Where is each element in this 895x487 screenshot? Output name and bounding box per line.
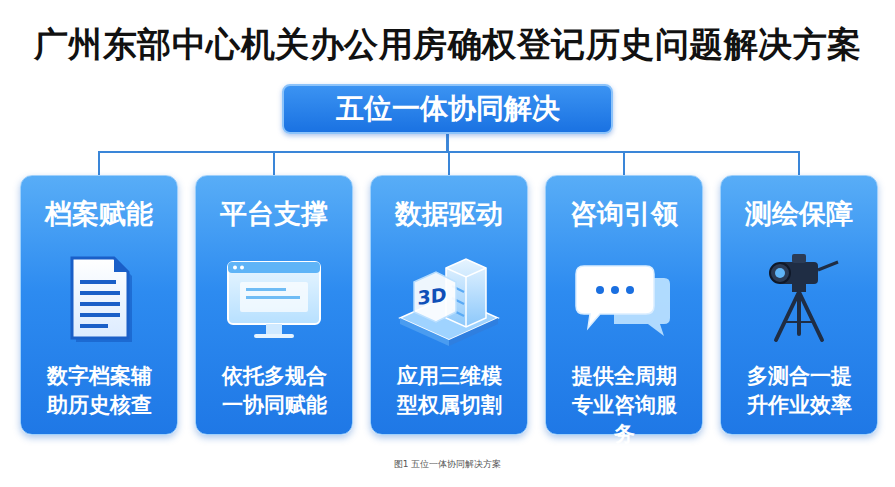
center-title: 五位一体协同解决 <box>336 90 560 128</box>
card-heading: 档案赋能 <box>21 196 177 232</box>
card-description: 提供全周期专业咨询服务 <box>566 362 682 449</box>
pillar-card: 咨询引领提供全周期专业咨询服务 <box>545 175 703 435</box>
figure-caption: 图1 五位一体协同解决方案 <box>0 458 895 471</box>
card-heading: 咨询引领 <box>546 196 702 232</box>
pillar-card: 数据驱动应用三维模型权属切割 <box>370 175 528 435</box>
card-description: 应用三维模型权属切割 <box>391 362 507 420</box>
pillar-card: 平台支撑依托多规合一协同赋能 <box>195 175 353 435</box>
card-heading: 平台支撑 <box>196 196 352 232</box>
tree-connector <box>274 134 448 175</box>
card-description: 数字档案辅助历史核查 <box>41 362 157 420</box>
tree-connector <box>448 134 625 175</box>
tree-connector <box>99 134 448 175</box>
pillar-card: 测绘保障多测合一提升作业效率 <box>720 175 878 435</box>
card-heading: 测绘保障 <box>721 196 877 232</box>
card-description: 依托多规合一协同赋能 <box>216 362 332 420</box>
center-box: 五位一体协同解决 <box>282 84 613 134</box>
tree-connector <box>448 134 800 175</box>
card-heading: 数据驱动 <box>371 196 527 232</box>
card-description: 多测合一提升作业效率 <box>741 362 857 420</box>
pillar-card: 档案赋能数字档案辅助历史核查 <box>20 175 178 435</box>
diagram-title: 广州东部中心机关办公用房确权登记历史问题解决方案 <box>0 22 895 68</box>
tree-connector <box>448 134 450 175</box>
